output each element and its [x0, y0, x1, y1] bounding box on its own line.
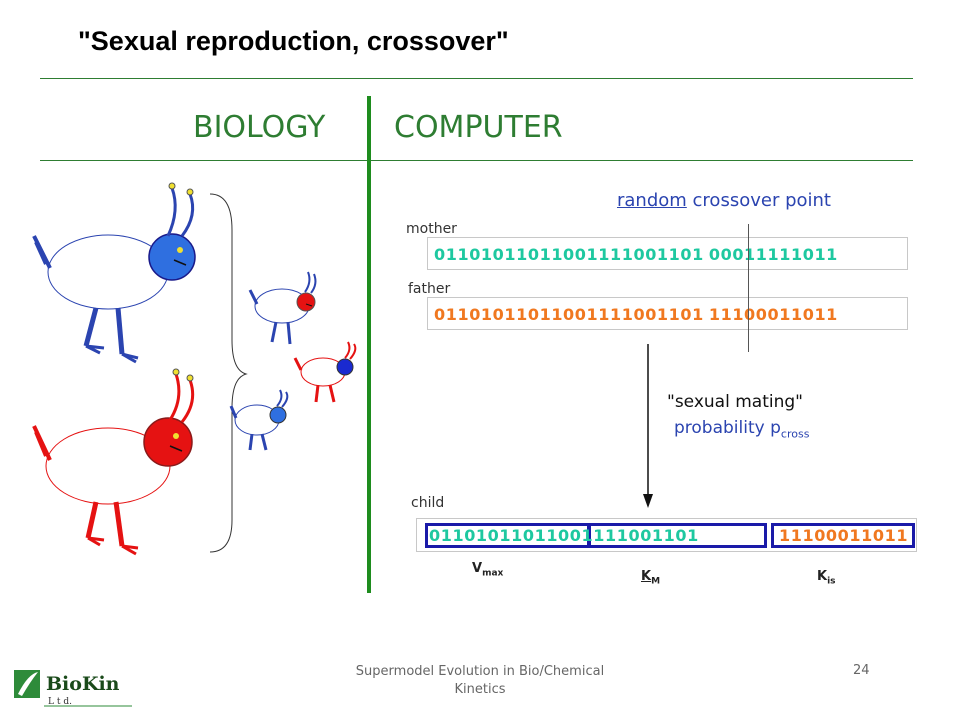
- logo-graphic: BioKin L t d.: [14, 670, 132, 707]
- svg-text:BioKin: BioKin: [46, 673, 120, 695]
- sexual-mating-label: "sexual mating": [667, 392, 803, 412]
- svg-text:L t d.: L t d.: [48, 697, 72, 707]
- crossover-point-caption: random crossover point: [617, 190, 831, 211]
- top-divider: [40, 78, 913, 79]
- page-number: 24: [853, 663, 870, 678]
- vertical-divider: [367, 96, 371, 593]
- blue-parent-creature: [32, 182, 196, 364]
- father-bits-right: 11100011011: [708, 305, 838, 324]
- child-creature-3: [229, 389, 289, 451]
- father-label: father: [408, 281, 451, 297]
- footer-line-2: Kinetics: [454, 682, 506, 697]
- child-bits-teal: 01101011011001111001101: [429, 526, 699, 545]
- mother-bits-right: 00011111011: [708, 245, 838, 264]
- footer-line-1: Supermodel Evolution in Bio/Chemical: [355, 664, 605, 679]
- child-chromosome: 01101011011001111001101 11100011011: [416, 518, 917, 552]
- km-segment: [588, 523, 767, 548]
- mother-bit-split: 1: [692, 245, 704, 264]
- father-bit-split: 1: [692, 305, 704, 324]
- biokin-logo: BioKin L t d.: [14, 668, 134, 712]
- probability-subscript: cross: [780, 427, 810, 441]
- header-divider: [40, 160, 913, 161]
- footer-text: Supermodel Evolution in Bio/Chemical Kin…: [330, 663, 630, 699]
- mother-bits-left: 0110101101100111100110: [434, 245, 693, 264]
- km-label: KM: [641, 569, 661, 587]
- child-creature-2: [293, 341, 357, 403]
- mating-arrow: [643, 344, 653, 508]
- creatures-illustration: [32, 182, 357, 556]
- biology-heading: BIOLOGY: [193, 110, 326, 145]
- vmax-label: Vmax: [472, 561, 504, 579]
- child-label: child: [411, 495, 445, 511]
- random-word: random: [617, 190, 687, 211]
- red-parent-creature: [32, 368, 195, 556]
- child-bits-orange: 11100011011: [779, 526, 909, 545]
- child-creature-1: [248, 271, 317, 345]
- slide-title: "Sexual reproduction, crossover": [78, 26, 509, 56]
- computer-heading: COMPUTER: [394, 110, 563, 145]
- mother-label: mother: [406, 221, 457, 237]
- probability-text: probability p: [674, 418, 781, 438]
- crossover-line: [748, 224, 749, 352]
- kis-segment: [771, 523, 915, 548]
- crossover-point-text: crossover point: [686, 190, 831, 211]
- grouping-brace: [209, 193, 248, 553]
- father-bits-left: 0110101101100111100110: [434, 305, 693, 324]
- probability-label: probability pcross: [674, 418, 809, 440]
- kis-label: Kis: [817, 569, 836, 587]
